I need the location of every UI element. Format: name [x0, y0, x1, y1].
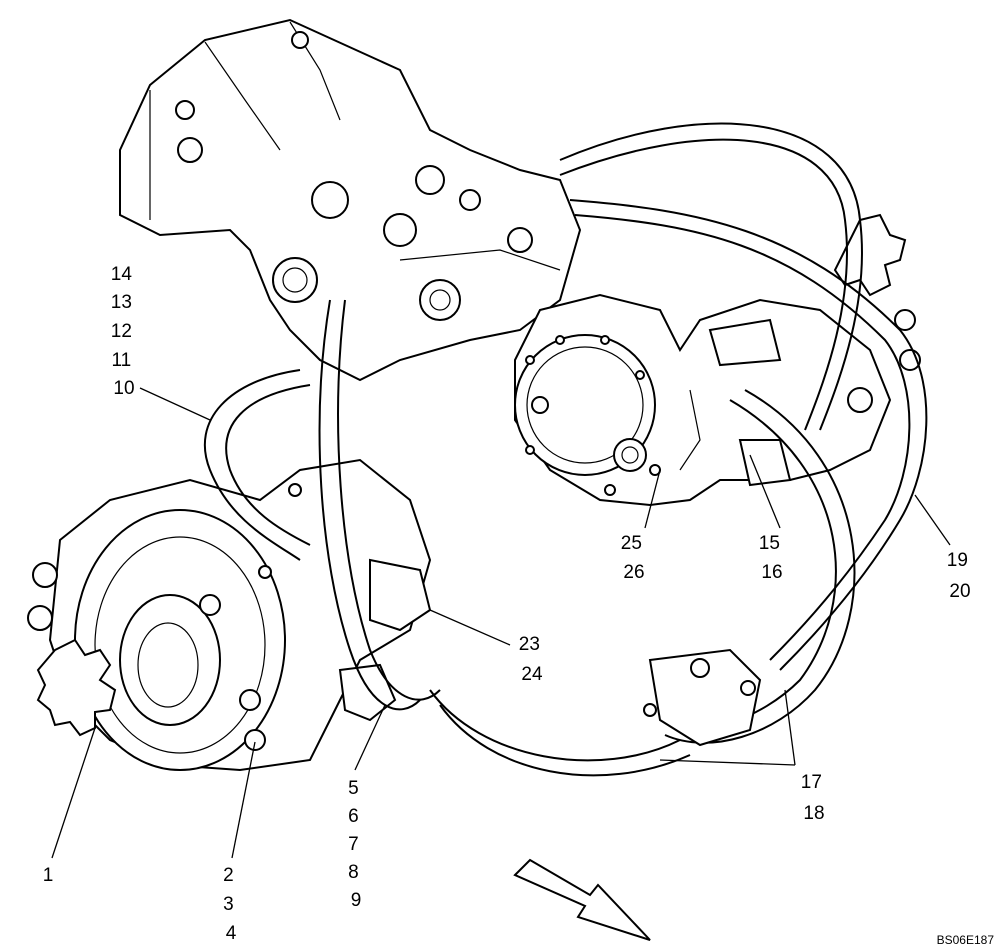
callout-15-line: 15	[759, 533, 780, 554]
callout-14-line: 14	[111, 264, 133, 285]
callout-7-line: 7	[348, 834, 359, 855]
callout-11-line: 11	[111, 350, 131, 371]
callout-19-line: 19	[947, 550, 968, 571]
callout-17-18: 17 18	[801, 772, 827, 824]
callout-2-line: 2	[223, 865, 234, 886]
callout-1-line: 1	[43, 865, 54, 886]
hydraulic-hoses	[204, 122, 928, 777]
hydrostatic-pump-assembly	[119, 18, 582, 382]
callout-26-line: 26	[623, 562, 644, 583]
callout-17-line: 17	[801, 772, 822, 793]
callout-2-4: 2 3 4	[223, 865, 239, 944]
callout-23-line: 23	[519, 634, 540, 655]
callout-16-line: 16	[761, 562, 782, 583]
callout-19-20: 19 20	[947, 550, 973, 602]
forward-direction-arrow	[513, 858, 651, 941]
leader-lines	[51, 387, 951, 859]
left-drive-motor	[27, 458, 432, 772]
right-drive-motor	[514, 213, 921, 507]
callout-24-line: 24	[521, 664, 543, 685]
callout-23-24: 23 24	[519, 634, 545, 685]
callout-5-line: 5	[348, 778, 359, 799]
callout-1: 1	[43, 865, 54, 886]
callout-3-line: 3	[223, 894, 234, 915]
callout-10-line: 10	[113, 378, 134, 399]
callout-20-line: 20	[949, 581, 970, 602]
callout-25-26: 25 26	[621, 533, 647, 583]
callout-18-line: 18	[803, 803, 824, 824]
callout-12-line: 12	[111, 321, 132, 342]
callout-4-line: 4	[226, 923, 237, 944]
callout-5-9: 5 6 7 8 9	[348, 778, 364, 911]
callout-labels: 1 2 3 4 5 6 7 8 9 14 13 12 11 10 15 16 1…	[43, 264, 973, 944]
callout-13-line: 13	[111, 292, 132, 313]
callout-10-14: 14 13 12 11 10	[111, 264, 137, 399]
figure-reference-code: BS06E187	[937, 933, 995, 947]
callout-6-line: 6	[348, 806, 359, 827]
callout-9-line: 9	[351, 890, 362, 911]
callout-25-line: 25	[621, 533, 642, 554]
callout-8-line: 8	[348, 862, 359, 883]
callout-15-16: 15 16	[759, 533, 785, 583]
